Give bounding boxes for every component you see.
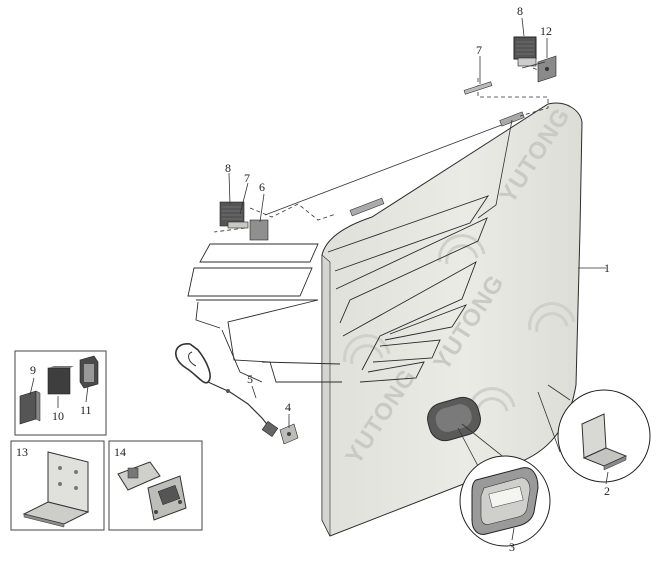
hinge-pin-top [463,81,493,95]
l-bracket-part [22,451,90,528]
callout-7a: 7 [244,171,250,185]
handle-detail [457,423,551,547]
hinge-pin-left [227,221,249,229]
side-panel [321,102,583,537]
inset-box-bracket-13 [10,440,105,531]
callout-8b: 8 [517,4,523,18]
callout-14: 14 [114,445,126,459]
seal-part-11 [79,355,99,389]
callout-8a: 8 [225,161,231,175]
leader-lines [29,17,609,541]
callout-6: 6 [259,180,265,194]
hinge-rod [264,111,525,217]
callout-9: 9 [30,363,36,377]
angle-bracket-part [581,413,628,471]
door-handle-part [471,467,539,535]
callout-13: 13 [16,445,28,459]
callout-labels: 1 2 3 4 5 6 7 8 7 8 12 9 10 11 13 14 [16,4,610,554]
latch-part [117,461,187,521]
hinge-plate-left [249,219,269,241]
callout-12: 12 [540,24,552,38]
seal-part-9 [19,390,41,425]
seal-part-10 [47,366,74,395]
callout-10: 10 [52,409,64,423]
callout-5: 5 [247,372,253,386]
callout-2: 2 [604,484,610,498]
callout-3: 3 [509,540,515,554]
hinge-bracket-top [513,36,537,67]
callout-1: 1 [604,261,610,275]
callout-11: 11 [80,403,92,417]
check-strap [175,343,279,437]
callout-7b: 7 [476,43,482,57]
callout-4: 4 [285,400,291,414]
decal-stripes [187,195,490,383]
bracket-detail [537,384,651,483]
inset-box-latch-14 [108,440,203,531]
hinge-plate-top [521,55,557,83]
